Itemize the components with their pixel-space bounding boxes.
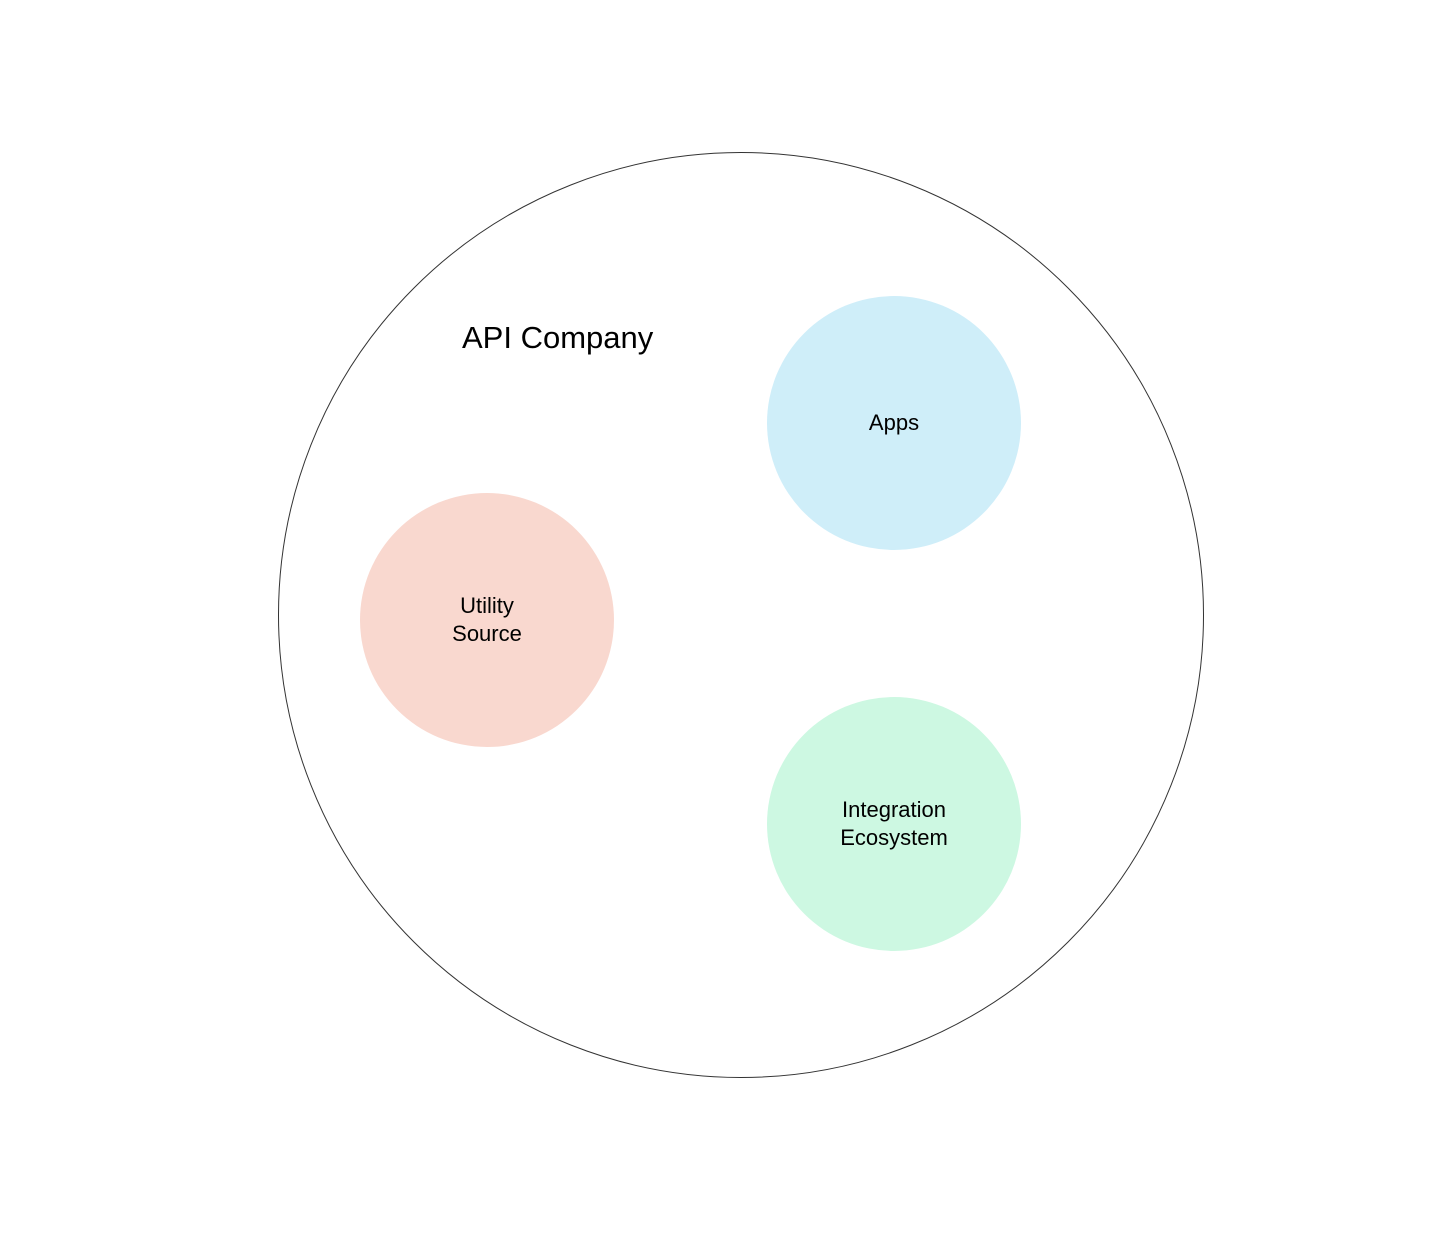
- utility-source-node-label-line-2: Source: [452, 621, 522, 646]
- utility-source-node-label-line-1: Utility: [460, 593, 514, 618]
- diagram-title: API Company: [462, 320, 654, 355]
- integration-ecosystem-node-label-line-1: Integration: [842, 797, 946, 822]
- integration-ecosystem-node-label-line-2: Ecosystem: [840, 825, 948, 850]
- utility-source-node: Utility Source: [360, 493, 614, 747]
- apps-node-label: Apps: [868, 410, 920, 435]
- apps-node: Apps: [767, 296, 1021, 550]
- integration-ecosystem-node: Integration Ecosystem: [767, 697, 1021, 951]
